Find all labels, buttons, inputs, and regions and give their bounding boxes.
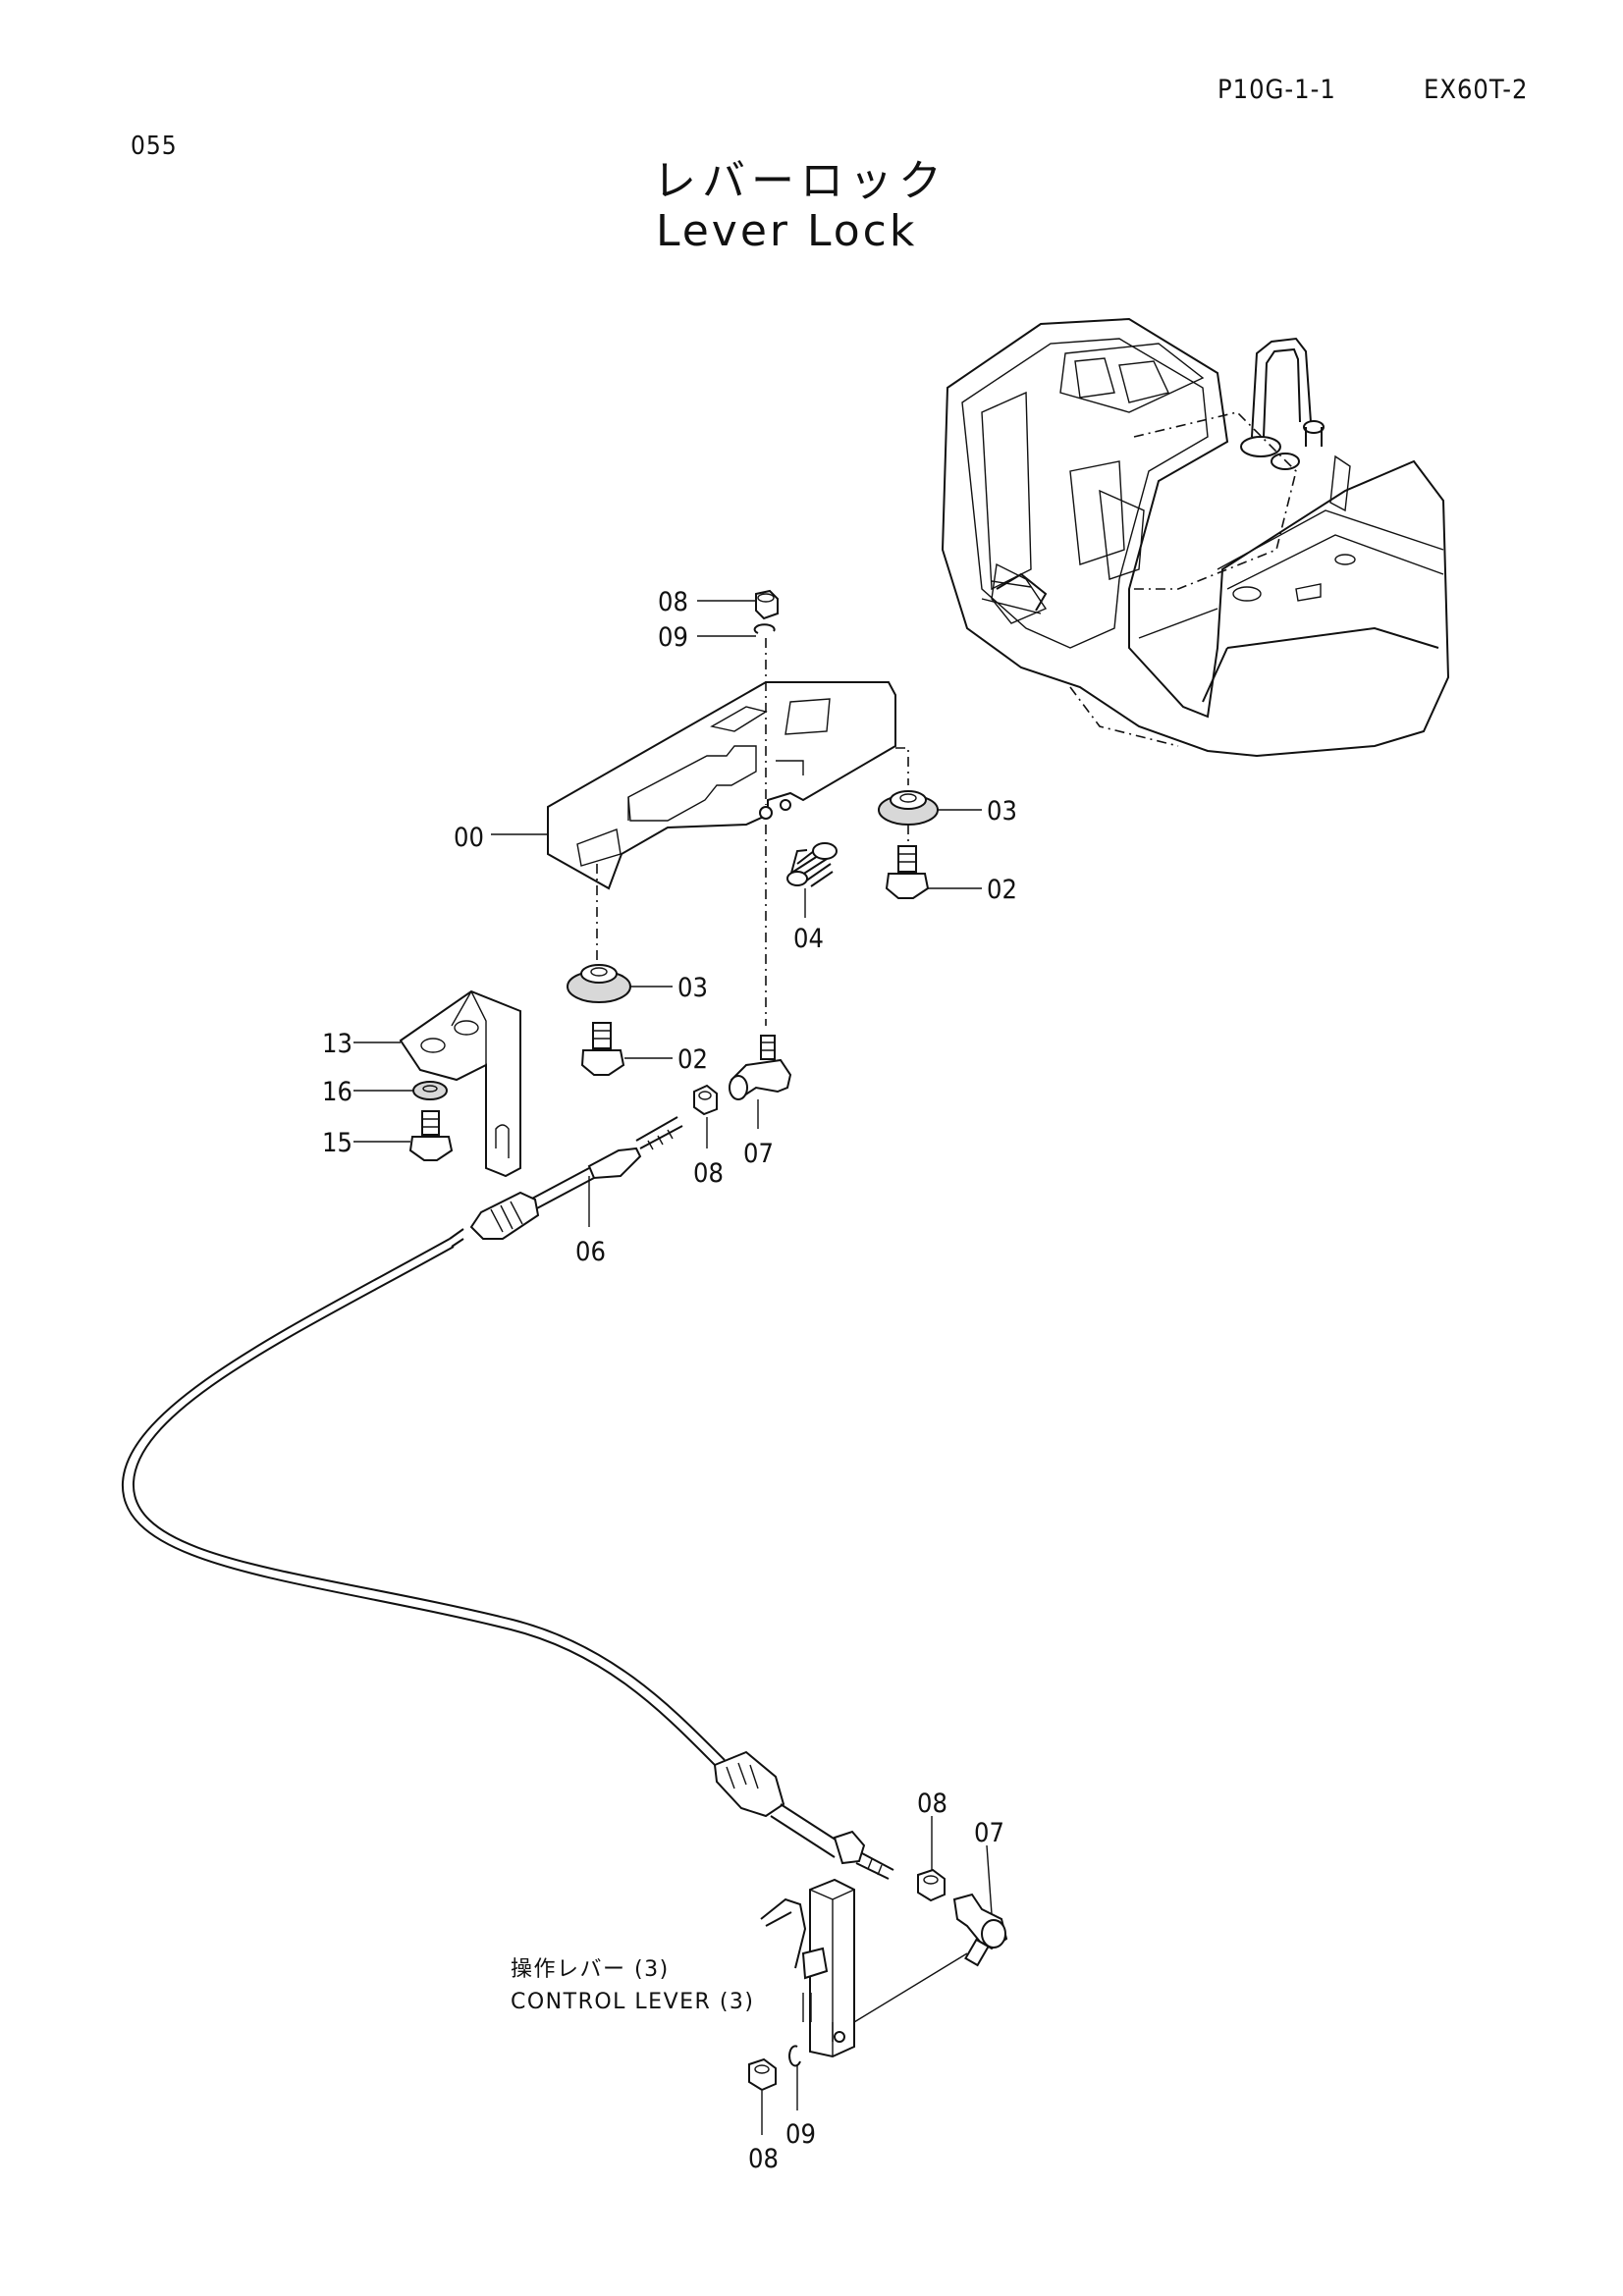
callout-13: 13 [322,1029,352,1059]
bolt-part-02-left [580,1022,625,1076]
callout-06: 06 [575,1237,606,1267]
nut-part-08-lower-right [917,1868,946,1902]
bolt-part-02-right [885,845,930,899]
callout-09-lower: 09 [785,2119,816,2150]
callout-02-left: 02 [677,1044,708,1075]
rod-end-part-07-upper [729,1035,792,1100]
nut-part-08-lower-left [748,2057,777,2092]
assembly-line-right [895,747,909,844]
rubber-mount-part-03-right [878,790,939,826]
rubber-mount-part-03-left [567,964,631,1003]
callout-08-lower-left: 08 [748,2144,779,2174]
callout-08-top: 08 [658,587,688,617]
title-english: Lever Lock [656,206,918,256]
callout-labels: 08 09 00 03 02 04 03 02 13 16 15 07 08 0… [322,587,1017,2174]
bolt-part-15 [408,1110,454,1161]
page-code: P10G-1-1 [1217,75,1336,105]
control-lever-assembly [760,1878,855,2058]
callout-07-upper: 07 [743,1139,774,1169]
control-cable-part-06 [121,1116,894,1880]
callout-04: 04 [793,924,824,954]
callout-00: 00 [454,823,484,853]
excavator-overview-illustration [941,317,1450,758]
note-control-lever-japanese: 操作レバー (3) [511,1957,670,1982]
leader-07-lower [986,1844,993,1915]
nut-part-08-upper [693,1084,718,1116]
page-number: 055 [131,132,178,161]
assembly-line-lower [853,1952,968,2023]
title-japanese: レバーロック [653,156,947,206]
callout-08-upper: 08 [693,1158,724,1189]
callout-16: 16 [322,1077,352,1107]
plate-part-00 [547,681,896,890]
callout-03-left: 03 [677,973,708,1003]
callout-02-right: 02 [987,875,1017,905]
spring-part-04 [786,842,838,887]
model-code: EX60T-2 [1424,75,1529,105]
note-control-lever-english: CONTROL LEVER (3) [511,1990,754,2014]
lockwasher-part-09-lower [788,2045,801,2067]
rod-end-part-07-lower [952,1893,1008,1967]
callout-07-lower: 07 [974,1818,1004,1848]
lockwasher-part-09-top [753,623,776,634]
nut-part-08-top [755,589,779,620]
bracket-part-13 [399,989,521,1178]
callout-03-right: 03 [987,796,1017,827]
callout-09-top: 09 [658,622,688,653]
callout-15: 15 [322,1128,352,1158]
callout-08-lower-right: 08 [917,1789,947,1819]
washer-part-16 [412,1081,448,1100]
